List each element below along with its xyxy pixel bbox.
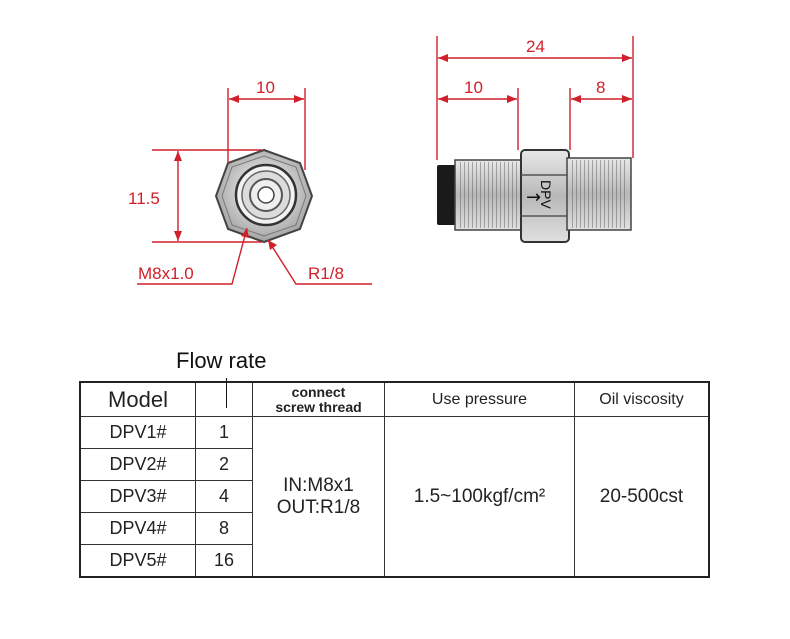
flow-cell: 2 xyxy=(195,448,253,481)
model-cell: DPV3# xyxy=(79,480,196,513)
left-thread xyxy=(458,162,520,228)
side-left-dim: 10 xyxy=(464,78,483,97)
model-cell: DPV5# xyxy=(79,544,196,578)
left-cap xyxy=(437,165,457,225)
thread-out: OUT:R1/8 xyxy=(276,496,361,518)
header-thread-line1: connect xyxy=(291,383,346,400)
flow-rate-label: Flow rate xyxy=(176,348,267,373)
body-marking: DPV xyxy=(538,180,554,209)
front-width-dim: 10 xyxy=(256,78,275,97)
right-thread xyxy=(570,160,628,228)
port-hole xyxy=(257,186,275,204)
spec-table: Model connect screw thread Use pressure … xyxy=(79,381,710,578)
table-row: DPV5# 16 xyxy=(79,544,709,578)
front-thread-right: R1/8 xyxy=(308,264,344,283)
technical-drawing: 10 11.5 M8x1.0 R1/8 → DPV xyxy=(128,36,634,285)
model-cell: DPV1# xyxy=(79,416,196,449)
table-row: DPV1# 1 IN:M8x1 OUT:R1/8 1.5~100kgf/cm² … xyxy=(79,416,710,578)
header-thread-line2: screw thread xyxy=(275,398,362,415)
flow-cell: 4 xyxy=(195,480,253,513)
side-total-dim: 24 xyxy=(526,37,545,56)
front-height-dim: 11.5 xyxy=(128,189,160,208)
header-viscosity: Oil viscosity xyxy=(574,381,710,417)
table-row: DPV4# 8 xyxy=(79,512,709,545)
viscosity-cell: 20-500cst xyxy=(574,416,710,578)
header-flow xyxy=(195,381,253,417)
thread-in: IN:M8x1 xyxy=(283,474,354,496)
header-pressure: Use pressure xyxy=(384,381,575,417)
front-view: 10 11.5 M8x1.0 R1/8 xyxy=(128,78,372,285)
table-header-row: Model connect screw thread Use pressure … xyxy=(79,381,710,417)
flow-arrow: → xyxy=(526,187,541,208)
thread-cell: IN:M8x1 OUT:R1/8 xyxy=(252,416,385,578)
model-cell: DPV2# xyxy=(79,448,196,481)
flow-cell: 16 xyxy=(195,544,253,578)
pressure-cell: 1.5~100kgf/cm² xyxy=(384,416,575,578)
model-cell: DPV4# xyxy=(79,512,196,545)
header-model: Model xyxy=(79,381,196,417)
side-view: → DPV 24 10 8 xyxy=(436,36,634,243)
front-thread-left: M8x1.0 xyxy=(138,264,194,283)
header-thread: connect screw thread xyxy=(252,381,385,417)
table-row: DPV2# 2 xyxy=(79,448,709,481)
side-right-dim: 8 xyxy=(596,78,605,97)
flow-cell: 1 xyxy=(195,416,253,449)
flow-cell: 8 xyxy=(195,512,253,545)
